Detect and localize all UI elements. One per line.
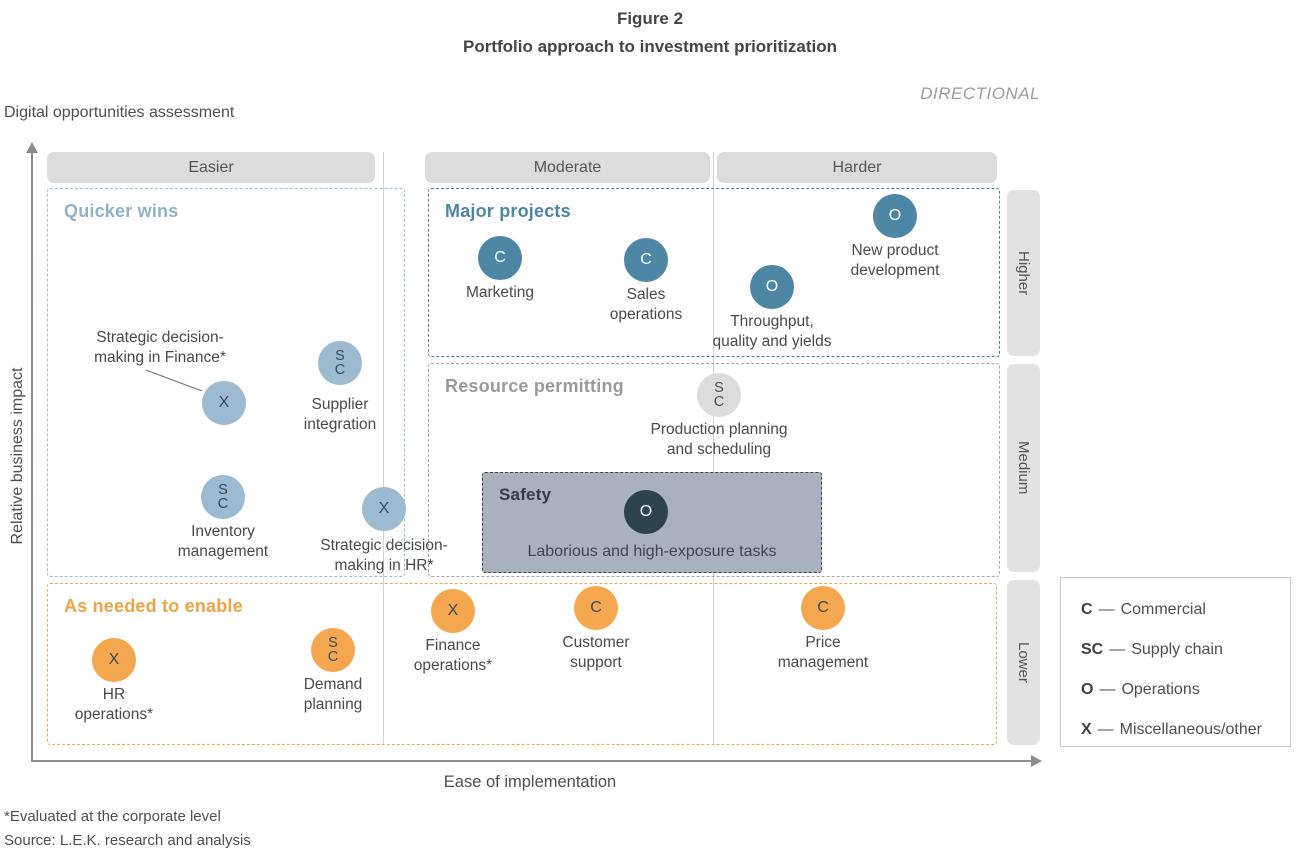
zone-label-quicker-wins: Quicker wins — [64, 201, 179, 221]
zone-as-needed-to-enable: As needed to enable — [47, 583, 997, 745]
bubble-sales-operations: C — [624, 238, 668, 282]
bubble-label-sales-operations: Sales operations — [609, 286, 683, 324]
legend-key: X — [1081, 721, 1092, 738]
legend-separator: — — [1099, 681, 1116, 698]
zone-quicker-wins: Quicker wins — [47, 188, 405, 577]
bubble-marketing: C — [478, 236, 522, 280]
legend-key: O — [1081, 681, 1094, 698]
bubble-label-production-planning: Production planning and scheduling — [650, 421, 788, 459]
bubble-inventory-management: S C — [201, 475, 245, 519]
bubble-label-strategic-finance: Strategic decision- making in Finance* — [94, 329, 226, 367]
column-divider-2 — [713, 152, 714, 745]
row-label-medium: Medium — [1007, 364, 1040, 572]
bubble-strategic-hr: X — [362, 487, 406, 531]
column-header-easier: Easier — [47, 152, 375, 183]
legend-name: Miscellaneous/other — [1119, 721, 1262, 738]
safety-caption: Laborious and high-exposure tasks — [527, 543, 777, 560]
bubble-customer-support: C — [574, 586, 618, 630]
figure-number: Figure 2 — [616, 9, 684, 28]
legend-key: C — [1081, 601, 1093, 618]
legend-item-supply-chain: SC — Supply chain — [1081, 630, 1290, 670]
legend-item-operations: O — Operations — [1081, 670, 1290, 710]
legend-separator: — — [1097, 721, 1114, 738]
bubble-label-demand-planning: Demand planning — [303, 676, 363, 714]
legend-separator: — — [1098, 601, 1115, 618]
y-axis-line — [31, 153, 33, 761]
zone-label-as-needed: As needed to enable — [64, 596, 243, 616]
bubble-label-inventory-management: Inventory management — [177, 523, 269, 561]
bubble-throughput-quality-yields: O — [750, 265, 794, 309]
footnote-source: Source: L.E.K. research and analysis — [4, 832, 251, 849]
bubble-strategic-finance: X — [202, 381, 246, 425]
y-axis-arrow-icon — [26, 142, 38, 153]
figure-title: Portfolio approach to investment priorit… — [462, 37, 838, 56]
bubble-laborious-high-exposure: O — [624, 490, 668, 534]
bubble-price-management: C — [801, 586, 845, 630]
bubble-supplier-integration: S C — [318, 341, 362, 385]
row-label-lower: Lower — [1007, 580, 1040, 745]
legend-name: Commercial — [1120, 601, 1206, 618]
legend-key: SC — [1081, 641, 1104, 658]
column-header-moderate: Moderate — [425, 152, 710, 183]
column-divider-1 — [383, 152, 384, 745]
bubble-label-marketing: Marketing — [465, 284, 535, 301]
legend-name: Supply chain — [1131, 641, 1223, 658]
legend-item-miscellaneous: X — Miscellaneous/other — [1081, 710, 1290, 750]
legend-box: C — Commercial SC — Supply chain O — Ope… — [1060, 577, 1291, 747]
bubble-label-finance-operations: Finance operations* — [413, 637, 493, 675]
bubble-demand-planning: S C — [311, 628, 355, 672]
bubble-finance-operations: X — [431, 589, 475, 633]
bubble-label-supplier-integration: Supplier integration — [303, 396, 377, 434]
directional-note: DIRECTIONAL — [920, 84, 1040, 103]
row-label-higher: Higher — [1007, 190, 1040, 356]
x-axis-label: Ease of implementation — [443, 773, 617, 791]
bubble-label-strategic-hr: Strategic decision- making in HR* — [320, 537, 448, 575]
zone-label-resource-permitting: Resource permitting — [445, 376, 624, 396]
zone-label-safety: Safety — [499, 485, 552, 504]
legend-name: Operations — [1121, 681, 1200, 698]
zone-resource-permitting: Resource permitting — [428, 363, 1000, 577]
bubble-label-customer-support: Customer support — [562, 634, 630, 672]
bubble-label-hr-operations: HR operations* — [74, 686, 154, 724]
bubble-label-price-management: Price management — [777, 634, 869, 672]
bubble-hr-operations: X — [92, 638, 136, 682]
figure-title-block: Figure 2 Portfolio approach to investmen… — [0, 9, 1300, 57]
bubble-label-new-product-development: New product development — [850, 242, 940, 280]
footnote-evaluated: *Evaluated at the corporate level — [4, 808, 221, 825]
zone-major-projects: Major projects — [428, 188, 1000, 357]
legend-separator: — — [1109, 641, 1126, 658]
zone-label-major-projects: Major projects — [445, 201, 571, 221]
x-axis-arrow-icon — [1031, 755, 1042, 767]
column-header-harder: Harder — [717, 152, 997, 183]
bubble-production-planning: S C — [697, 373, 741, 417]
legend-item-commercial: C — Commercial — [1081, 590, 1290, 630]
assessment-label: Digital opportunities assessment — [4, 104, 235, 121]
bubble-new-product-development: O — [873, 194, 917, 238]
x-axis-line — [31, 760, 1033, 762]
bubble-label-throughput-quality-yields: Throughput, quality and yields — [712, 313, 832, 351]
